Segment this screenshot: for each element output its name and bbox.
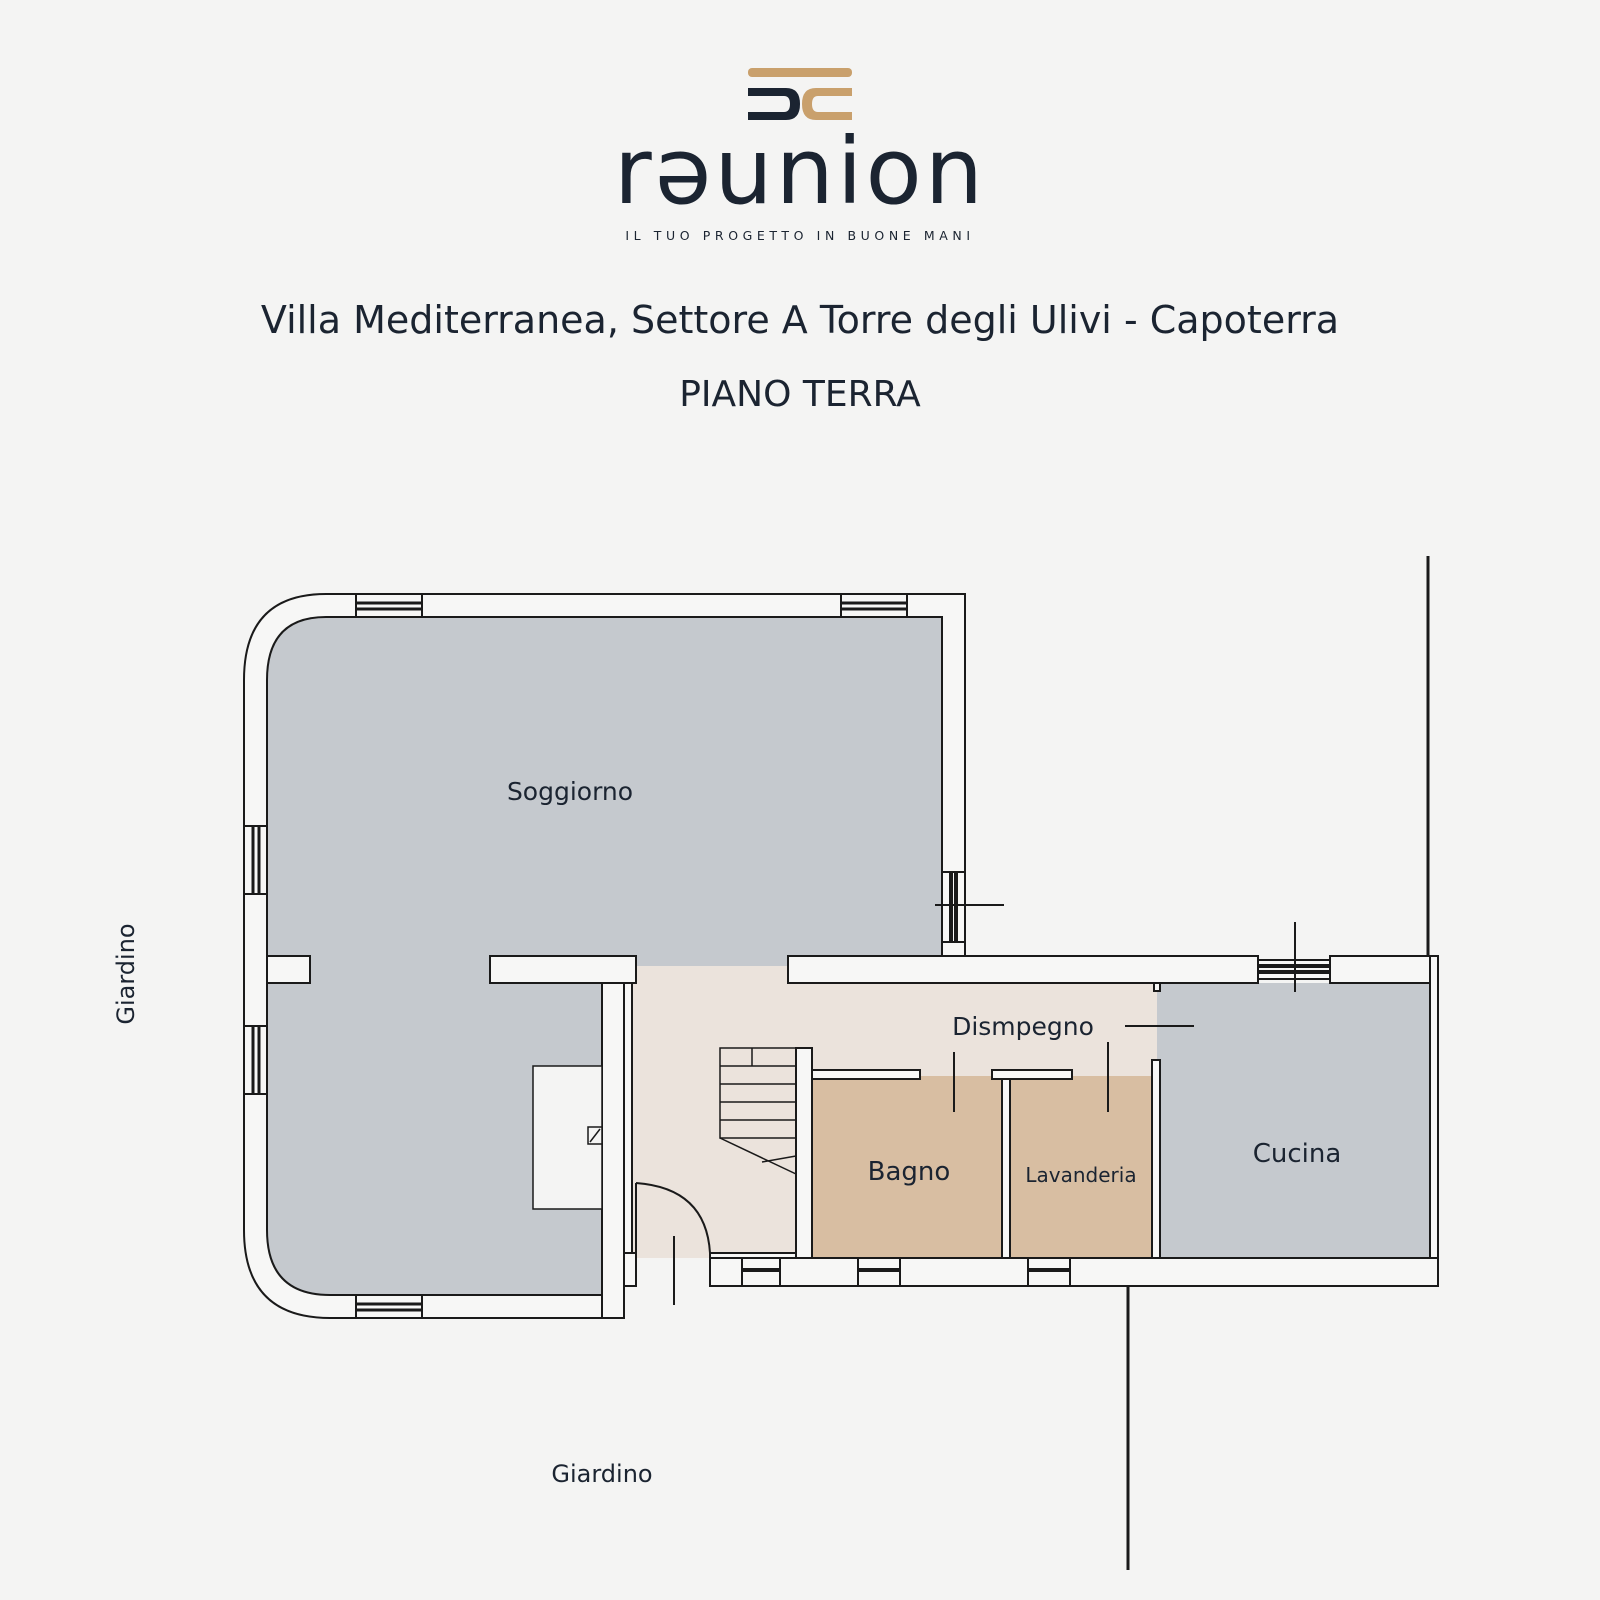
window-cucina-north [1258, 922, 1330, 992]
window-soggiorno-west-2 [243, 1025, 268, 1095]
room-label-soggiorno: Soggiorno [507, 777, 633, 806]
wall-soggiorno-hall-top [489, 955, 637, 984]
wall-stub [266, 955, 311, 984]
brand-logo-icon [748, 68, 852, 120]
brand-name: rǝunion [613, 118, 987, 225]
window-soggiorno-south [355, 1294, 423, 1319]
site-boundaries [1126, 556, 1430, 1570]
wall-corridor-north-right [1329, 955, 1439, 984]
window-soggiorno-west-1 [243, 825, 268, 895]
window-soggiorno-east [935, 871, 1004, 943]
wall-stair [623, 982, 633, 1254]
wall-bagno-top [811, 1069, 921, 1080]
window-south-stair [741, 1257, 781, 1287]
wall-lav-top [991, 1069, 1073, 1080]
garden-label-left: Giardino [112, 923, 140, 1024]
wall-east [1429, 955, 1439, 1287]
wall-lav-cucina [1151, 1059, 1161, 1259]
window-soggiorno-north-2 [840, 593, 908, 618]
wall-entry-left [623, 1252, 637, 1287]
garden-label-bottom: Giardino [551, 1460, 652, 1488]
room-label-cucina: Cucina [1253, 1139, 1342, 1169]
wall-cucina-west-top [1153, 982, 1161, 992]
lavanderia-area [1010, 1076, 1152, 1259]
windows [243, 593, 1330, 1319]
wall-corridor-north-left [787, 955, 1259, 984]
fireplace [532, 1065, 603, 1210]
entrance-door [635, 1182, 711, 1305]
floor-title: PIANO TERRA [679, 374, 921, 415]
window-south-bagno [857, 1257, 901, 1287]
room-label-disimpegno: Dismpegno [952, 1012, 1094, 1041]
room-label-bagno: Bagno [868, 1157, 951, 1187]
wall-soggiorno-hall [601, 982, 625, 1319]
brand-tagline: IL TUO PROGETTO IN BUONE MANI [625, 228, 975, 243]
room-label-lavanderia: Lavanderia [1025, 1163, 1136, 1187]
page-title: Villa Mediterranea, Settore A Torre degl… [260, 298, 1340, 342]
disimpegno-area [632, 966, 1157, 1258]
window-soggiorno-north-1 [355, 593, 423, 618]
wall-bagno-lav [1001, 1075, 1011, 1259]
bagno-area [812, 1076, 1002, 1259]
wall-south [709, 1257, 1439, 1287]
window-south-lavanderia [1027, 1257, 1071, 1287]
staircase [719, 1047, 797, 1175]
cucina-area [1157, 983, 1430, 1258]
interior-markers [953, 1025, 1194, 1112]
wall-stair-bagno [795, 1047, 813, 1259]
